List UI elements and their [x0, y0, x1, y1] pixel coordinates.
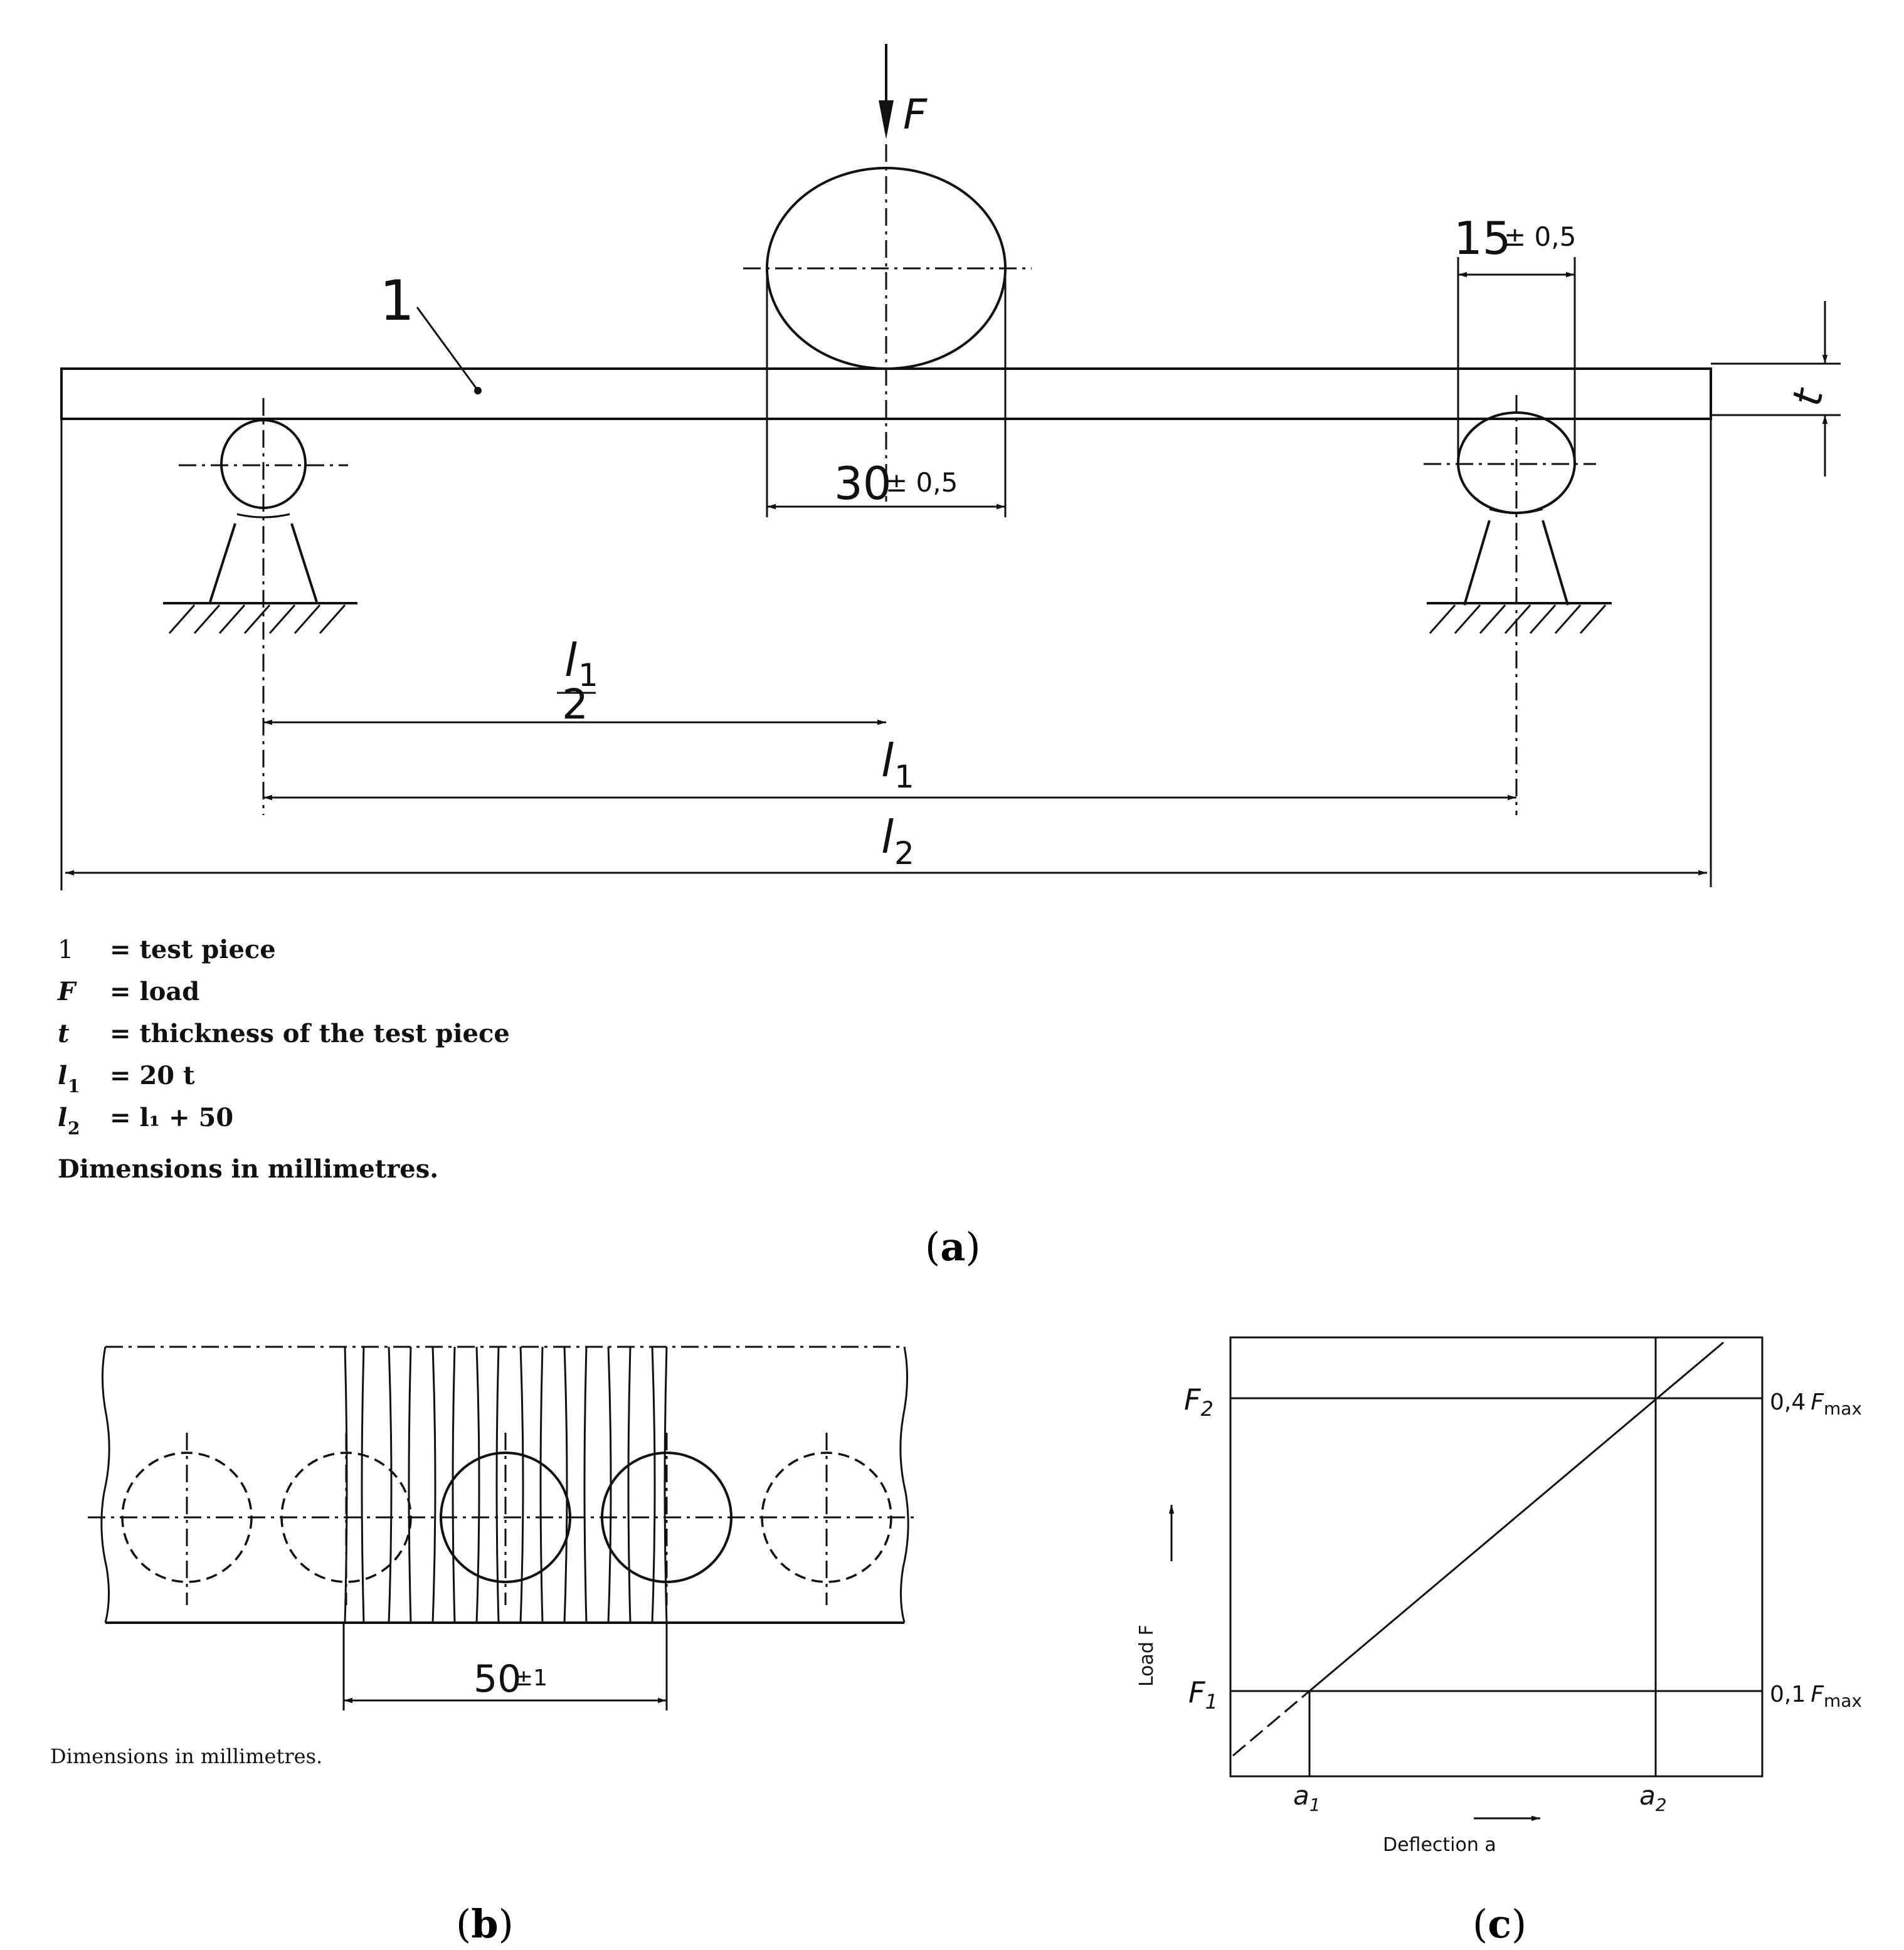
- legend-sym-5: l: [58, 1103, 67, 1132]
- legend-text-4: = 20 t: [110, 1061, 195, 1090]
- roller-width-value: 30: [834, 457, 892, 510]
- legend-sym-2: F: [57, 977, 77, 1006]
- load-deflection-line: [1309, 1341, 1724, 1692]
- pitch-value: 50: [473, 1657, 521, 1701]
- roller-width-tolerance: ± 0,5: [886, 467, 958, 498]
- support-width-value: 15: [1454, 212, 1511, 265]
- caption-a: (a): [925, 1224, 981, 1270]
- legend-sym-4: l: [58, 1061, 67, 1090]
- left-ground-hatch: [168, 604, 346, 634]
- panel-a: F 30 ± 0,5 1 t: [57, 44, 1841, 1270]
- caption-b: (b): [456, 1901, 514, 1947]
- leader-dot: [474, 387, 482, 394]
- legend-sym-1: 1: [58, 935, 73, 964]
- span-symbol: l: [881, 734, 894, 787]
- right-ground-hatch: [1429, 604, 1607, 634]
- right-support-stand: [1463, 520, 1569, 606]
- panel-b-note: Dimensions in millimetres.: [50, 1744, 322, 1768]
- caption-c: (c): [1473, 1901, 1526, 1947]
- extrapolated-line: [1232, 1690, 1310, 1757]
- plot-frame: [1229, 1336, 1764, 1778]
- F2-label: F2: [1184, 1383, 1214, 1421]
- corrugation-lines: [344, 1346, 668, 1623]
- legend-text-1: = test piece: [110, 935, 276, 964]
- load-arrow-head: [879, 100, 894, 139]
- legend-text-5: = l₁ + 50: [110, 1103, 233, 1132]
- x-axis-label: Deflection a: [1383, 1834, 1496, 1856]
- F1-label: F1: [1188, 1675, 1218, 1714]
- left-support-stand: [209, 523, 318, 603]
- thickness-label: t: [1784, 384, 1833, 409]
- pitch-tolerance: ±1: [514, 1665, 547, 1691]
- length-symbol: l: [881, 811, 894, 863]
- panel-a-note: Dimensions in millimetres.: [58, 1154, 438, 1184]
- half-span-denominator: 2: [562, 680, 588, 729]
- legend-sub-4: 1: [68, 1076, 80, 1097]
- a2-label: a2: [1639, 1780, 1667, 1815]
- panel-b: 50 ±1 Dimensions in millimetres. (b): [50, 1346, 919, 1947]
- strip-break-right: [899, 1346, 909, 1623]
- legend-sym-3: t: [58, 1019, 70, 1048]
- span-subscript: 1: [894, 759, 914, 795]
- a1-label: a1: [1293, 1780, 1321, 1815]
- item-leader: [416, 307, 478, 389]
- left-support-neck: [236, 513, 290, 519]
- legend-sub-5: 2: [68, 1118, 80, 1139]
- length-subscript: 2: [894, 835, 914, 872]
- test-piece: [60, 367, 1712, 420]
- force-label: F: [903, 90, 928, 139]
- legend-text-2: = load: [110, 977, 199, 1006]
- item-number: 1: [379, 268, 415, 333]
- legend-text-3: = thickness of the test piece: [110, 1019, 510, 1048]
- support-width-tolerance: ± 0,5: [1504, 221, 1576, 252]
- y-axis-label: Load F: [1136, 1625, 1158, 1687]
- legend: 1 = test piece F = load t = thickness of…: [57, 935, 510, 1184]
- right-support-neck: [1489, 508, 1543, 514]
- half-span-symbol: l: [564, 634, 577, 687]
- strip-break-left: [100, 1346, 110, 1623]
- half-span-subscript: 1: [578, 657, 598, 693]
